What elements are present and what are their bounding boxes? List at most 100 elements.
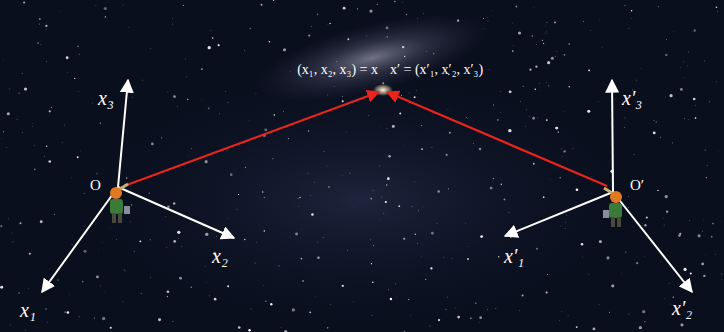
star [421,148,423,150]
star [588,69,590,71]
star [37,42,39,44]
star [74,78,75,79]
star [208,46,211,49]
star [467,246,469,248]
star [446,154,448,156]
star [644,321,645,322]
star [95,5,97,7]
star [78,316,80,318]
star [141,79,143,81]
star [264,197,265,198]
star [487,20,489,22]
star [47,321,49,323]
star [167,296,168,297]
star [230,173,233,176]
star [547,274,548,275]
star [500,112,502,114]
star [244,50,246,52]
star [588,274,590,276]
star [190,286,192,288]
star [394,283,396,285]
star [718,150,720,152]
star [123,268,125,270]
origin-label: O [90,176,101,194]
star [542,40,543,41]
star [0,286,3,289]
star [186,76,188,78]
star [71,243,73,245]
star [82,281,83,282]
star [611,284,614,287]
star [9,324,11,326]
star [46,29,48,31]
star [39,23,40,24]
star [327,327,328,328]
star [372,190,374,192]
axis-label: x₂ [212,244,228,268]
star [564,111,566,113]
star [599,240,602,243]
star [16,119,18,121]
star [628,207,630,209]
star [721,278,723,280]
star [69,294,71,296]
star [689,220,691,222]
star [487,308,489,310]
star [20,4,22,6]
star [45,308,47,310]
star [399,113,401,115]
star [512,50,514,52]
star [324,151,325,152]
star [262,191,264,193]
star [46,60,48,62]
right-observer [603,188,622,227]
star [561,311,563,313]
star [292,308,295,311]
star [559,320,561,322]
star [126,177,128,179]
star [703,60,705,62]
star [343,7,346,10]
star [510,237,511,238]
star [513,45,515,47]
star [49,110,51,112]
star [172,17,174,19]
star [711,236,713,238]
star [712,223,714,225]
star [509,90,512,93]
star [238,194,239,195]
star [39,18,41,20]
star [327,24,329,26]
star [57,279,58,280]
star [346,16,348,18]
star [670,303,672,305]
star [255,93,257,95]
star [480,235,483,238]
star [577,190,579,192]
star [104,291,106,293]
star [190,148,192,150]
star [644,224,646,226]
star [54,213,56,215]
star [567,315,569,317]
star [564,54,566,56]
star [680,88,683,91]
star [666,211,668,213]
star [488,69,490,71]
star [307,172,309,174]
star [443,257,445,259]
star [495,307,497,309]
star [497,119,498,120]
star [302,280,304,282]
star [249,28,251,30]
star [698,234,701,237]
star [3,131,4,132]
star [390,298,392,300]
nebula-glow [60,60,660,332]
star [11,232,13,234]
star [532,117,535,120]
star [227,102,229,104]
star [719,221,721,223]
star [695,105,697,107]
star [353,301,355,303]
